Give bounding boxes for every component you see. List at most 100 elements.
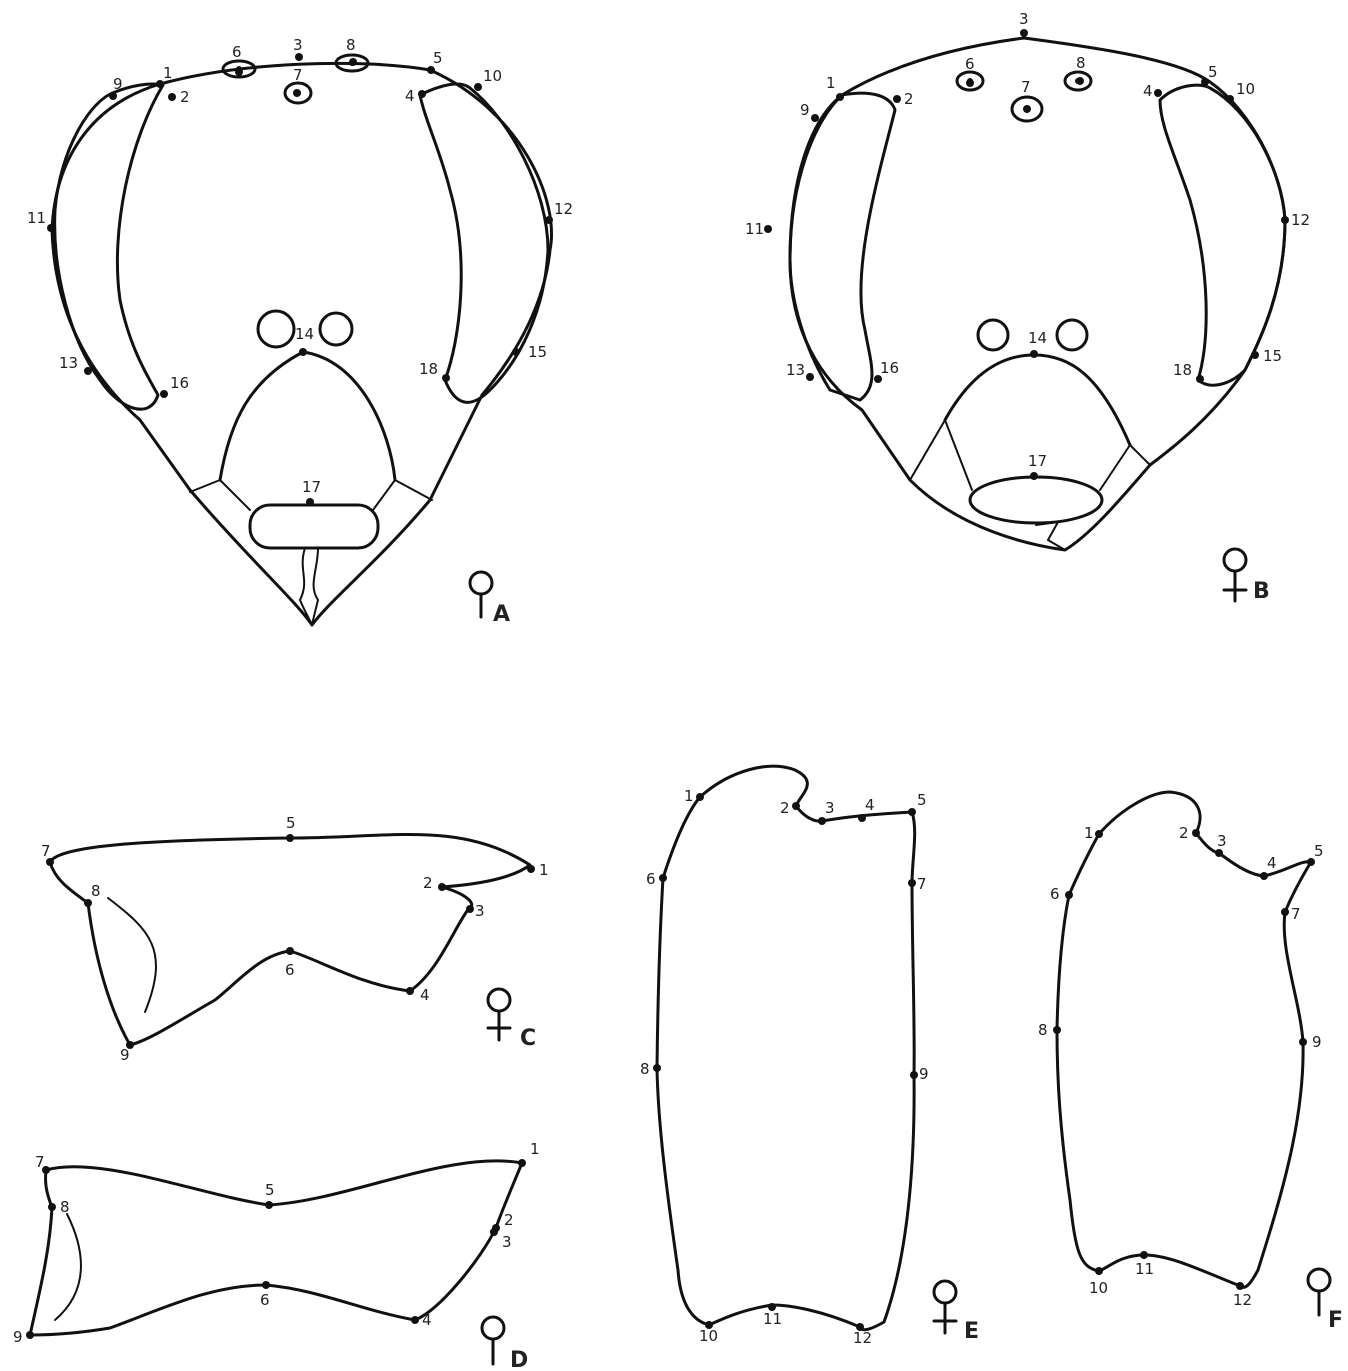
landmark-dot (518, 1159, 526, 1167)
landmark-label: 1 (539, 861, 549, 879)
landmark-label: 7 (293, 66, 303, 84)
landmark-label: 1 (530, 1140, 540, 1158)
panel-b-letter: B (1253, 579, 1270, 604)
landmark-dot (545, 216, 553, 224)
landmark-dot (1095, 1267, 1103, 1275)
landmark-label: 8 (346, 36, 356, 54)
landmark-dot (527, 865, 535, 873)
landmark-label: 4 (405, 87, 415, 105)
panel-c-inner-ridge (108, 898, 156, 1012)
landmark-label: 1 (1084, 824, 1094, 842)
landmark-dot (47, 224, 55, 232)
landmark-dot (262, 1281, 270, 1289)
landmark-dot (893, 95, 901, 103)
panel-d-inner-ridge (55, 1214, 81, 1320)
landmark-dot (1251, 351, 1259, 359)
landmark-label: 14 (1028, 329, 1047, 347)
landmark-label: 2 (1179, 824, 1189, 842)
landmark-label: 11 (1135, 1260, 1154, 1278)
landmark-label: 5 (433, 49, 443, 67)
panel-b-right-eye (1160, 85, 1285, 385)
landmark-dot (659, 874, 667, 882)
landmark-dot (84, 367, 92, 375)
landmark-dot (1030, 472, 1038, 480)
panel-a-letter: A (493, 602, 510, 627)
panel-b-clypeus (945, 355, 1130, 445)
landmark-dot (1226, 95, 1234, 103)
landmark-dot (474, 83, 482, 91)
landmark-label: 9 (1312, 1033, 1322, 1051)
landmark-dot (442, 374, 450, 382)
landmark-dot (1281, 216, 1289, 224)
landmark-dot (512, 348, 520, 356)
landmark-label: 4 (422, 1311, 432, 1329)
landmark-dot (466, 905, 474, 913)
landmark-label: 7 (917, 875, 927, 893)
landmark-label: 8 (91, 882, 101, 900)
landmark-label: 10 (1236, 80, 1255, 98)
landmark-label: 9 (120, 1046, 130, 1064)
landmark-dot (1140, 1251, 1148, 1259)
landmark-dot (1053, 1026, 1061, 1034)
landmark-dot (160, 390, 168, 398)
landmark-label: 11 (745, 220, 764, 238)
landmark-label: 10 (1089, 1279, 1108, 1297)
landmark-dot (109, 92, 117, 100)
panel-b-antenna-socket-right (1057, 320, 1087, 350)
panel-b-labrum (970, 477, 1102, 523)
panel-a-gena-left (190, 480, 250, 510)
panel-d-outline (30, 1161, 522, 1335)
panel-b-left-eye (790, 93, 895, 400)
panel-b-landmarks: 123456789101112131415161718 (745, 10, 1310, 480)
landmark-dot (1154, 89, 1162, 97)
landmark-dot (427, 66, 435, 74)
panel-e-outline (657, 766, 915, 1330)
panel-c-landmarks: 123456789 (41, 814, 549, 1064)
landmark-dot (910, 1071, 918, 1079)
landmark-dot (349, 58, 357, 66)
landmark-dot (411, 1316, 419, 1324)
landmark-label: 10 (483, 67, 502, 85)
landmark-label: 6 (232, 43, 242, 61)
landmark-label: 15 (528, 343, 547, 361)
landmark-label: 10 (699, 1327, 718, 1345)
panel-a-labrum (250, 505, 378, 548)
landmark-label: 5 (265, 1181, 275, 1199)
landmark-label: 2 (423, 874, 433, 892)
landmark-label: 8 (60, 1198, 70, 1216)
panel-c-letter: C (520, 1026, 536, 1051)
landmark-label: 4 (865, 796, 875, 814)
panel-a-male-symbol-icon (470, 572, 492, 617)
landmark-label: 13 (59, 354, 78, 372)
panel-e-letter: E (964, 1319, 979, 1344)
landmark-dot (858, 814, 866, 822)
landmark-label: 7 (1021, 78, 1031, 96)
landmark-dot (836, 93, 844, 101)
landmark-dot (1192, 829, 1200, 837)
landmark-label: 2 (180, 88, 190, 106)
panel-e-landmarks: 123456789101112 (640, 787, 929, 1347)
panel-d-male-symbol-icon (482, 1317, 504, 1364)
landmark-label: 3 (1217, 832, 1227, 850)
landmark-label: 16 (880, 359, 899, 377)
landmark-dot (696, 793, 704, 801)
landmark-dot (235, 68, 243, 76)
landmark-dot (1065, 891, 1073, 899)
panel-a-antenna-socket-right (320, 313, 352, 345)
landmark-label: 4 (1143, 82, 1153, 100)
landmark-label: 1 (684, 787, 694, 805)
panel-a-head-outline (52, 63, 552, 625)
landmark-dot (1020, 29, 1028, 37)
landmark-dot (1281, 908, 1289, 916)
landmark-dot (1260, 872, 1268, 880)
panel-c-female-symbol-icon (488, 989, 510, 1040)
landmark-label: 7 (41, 842, 51, 860)
landmark-label: 8 (640, 1060, 650, 1078)
landmark-dot (406, 987, 414, 995)
landmark-label: 12 (554, 200, 573, 218)
landmark-dot (1023, 105, 1031, 113)
landmark-label: 4 (1267, 854, 1277, 872)
landmark-label: 6 (260, 1291, 270, 1309)
